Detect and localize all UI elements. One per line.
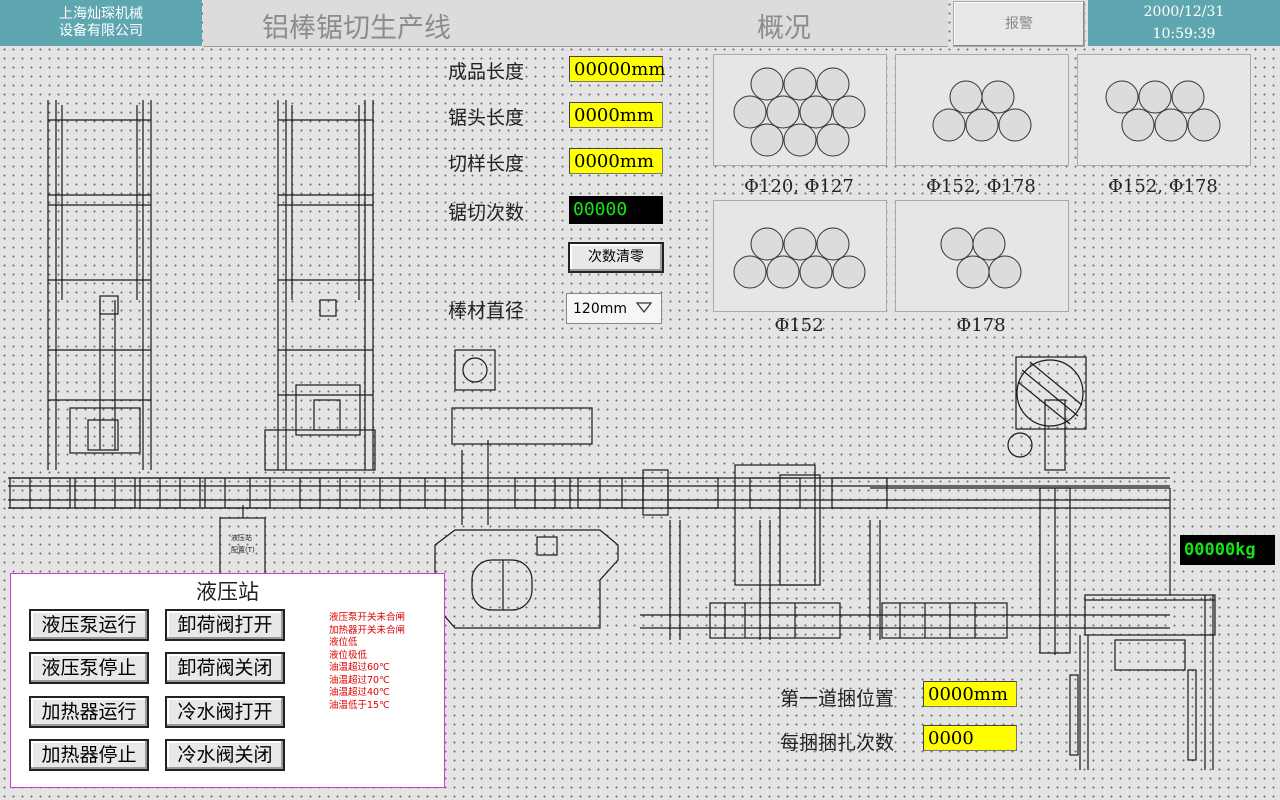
sample-length-field[interactable]: 0000mm bbox=[569, 148, 663, 174]
pump-run-button[interactable]: 液压泵运行 bbox=[29, 609, 149, 641]
bundle-diagram-2 bbox=[895, 54, 1069, 166]
clock-date: 2000/12/31 bbox=[1143, 4, 1225, 20]
bundle-diagram-1 bbox=[713, 54, 887, 166]
bundle-diagram-4 bbox=[713, 200, 887, 312]
hydraulic-station-panel: 液压站 液压泵运行 液压泵停止 加热器运行 加热器停止 卸荷阀打开 卸荷阀关闭 … bbox=[10, 573, 445, 788]
bundle-diagram-3 bbox=[1077, 54, 1251, 166]
alarm-button[interactable]: 报警 bbox=[953, 1, 1085, 47]
saw-head-length-field[interactable]: 0000mm bbox=[569, 102, 663, 128]
bundle-label-4: Φ152 bbox=[774, 315, 824, 336]
heater-run-button[interactable]: 加热器运行 bbox=[29, 696, 149, 728]
company-name-line1: 上海灿琛机械 bbox=[59, 6, 143, 22]
hydraulic-cabinet-label: 液压站 bbox=[231, 533, 252, 542]
alarm-item: 油温超过60℃ bbox=[329, 662, 390, 673]
page-title: 铝棒锯切生产线 bbox=[262, 13, 451, 44]
pump-stop-button[interactable]: 液压泵停止 bbox=[29, 652, 149, 684]
bundle-label-5: Φ178 bbox=[956, 315, 1006, 336]
bundling-area bbox=[640, 464, 1171, 640]
bundle-circles-10 bbox=[733, 67, 866, 157]
ties-per-bundle-field[interactable]: 0000 bbox=[923, 725, 1017, 751]
diameter-label: 棒材直径 bbox=[448, 300, 525, 322]
alarm-item: 液压泵开关未合闸 bbox=[329, 612, 406, 623]
cooling-valve-open-button[interactable]: 冷水阀打开 bbox=[165, 696, 285, 728]
alarm-item: 油温低于15℃ bbox=[329, 699, 390, 711]
diameter-select[interactable]: 120mm bbox=[566, 293, 662, 324]
wrapping-machine bbox=[1007, 356, 1216, 770]
alarm-item: 油温超过70℃ bbox=[329, 674, 390, 686]
bundle-circles-5 bbox=[932, 80, 1032, 142]
bundle-label-1: Φ120, Φ127 bbox=[744, 176, 854, 197]
company-logo: 上海灿琛机械 设备有限公司 bbox=[0, 0, 202, 46]
bundle-label-2: Φ152, Φ178 bbox=[926, 176, 1036, 197]
cut-count-display: 00000 bbox=[569, 196, 663, 224]
alarm-item: 油温超过40℃ bbox=[329, 687, 390, 698]
heater-stop-button[interactable]: 加热器停止 bbox=[29, 739, 149, 771]
diameter-selected-value: 120mm bbox=[573, 301, 627, 317]
clock: 2000/12/31 10:59:39 bbox=[1088, 0, 1280, 46]
header-bar bbox=[203, 0, 948, 47]
sample-length-label: 切样长度 bbox=[448, 153, 525, 175]
weight-display: 00000kg bbox=[1180, 535, 1275, 565]
alarm-item: 液位极低 bbox=[329, 649, 368, 661]
hydraulic-alarm-list: 液压泵开关未合闸 加热器开关未合闸 液位低 液位极低 油温超过60℃ 油温超过7… bbox=[329, 612, 405, 712]
first-tie-position-field[interactable]: 0000mm bbox=[923, 681, 1017, 707]
cooling-valve-close-button[interactable]: 冷水阀关闭 bbox=[165, 739, 285, 771]
product-length-label: 成品长度 bbox=[448, 61, 525, 83]
unload-valve-close-button[interactable]: 卸荷阀关闭 bbox=[165, 652, 285, 684]
bundle-label-3: Φ152, Φ178 bbox=[1108, 176, 1218, 197]
first-tie-position-label: 第一道捆位置 bbox=[780, 688, 895, 710]
unload-valve-open-button[interactable]: 卸荷阀打开 bbox=[165, 609, 285, 641]
saw-tower-right bbox=[264, 100, 376, 471]
alarm-item: 液位低 bbox=[329, 637, 358, 648]
clock-time: 10:59:39 bbox=[1152, 26, 1216, 42]
company-name-line2: 设备有限公司 bbox=[59, 23, 143, 39]
cut-count-label: 锯切次数 bbox=[448, 202, 525, 224]
product-length-field[interactable]: 00000mm bbox=[569, 56, 665, 82]
center-machine bbox=[434, 349, 619, 629]
alarm-item: 加热器开关未合闸 bbox=[329, 624, 406, 636]
bundle-circles-6 bbox=[1105, 80, 1221, 142]
saw-head-length-label: 锯头长度 bbox=[448, 107, 525, 129]
bundle-diagram-5 bbox=[895, 200, 1069, 312]
bundle-circles-7 bbox=[733, 227, 866, 289]
screen-name: 概况 bbox=[757, 13, 811, 44]
hydraulic-cabinet-label-2: 配置(T) bbox=[231, 546, 255, 554]
reset-count-button[interactable]: 次数清零 bbox=[568, 242, 664, 273]
saw-tower-left bbox=[47, 100, 152, 470]
ties-per-bundle-label: 每捆捆扎次数 bbox=[780, 732, 895, 754]
bundle-circles-4 bbox=[940, 227, 1022, 289]
hydraulic-station-title: 液压站 bbox=[196, 580, 259, 604]
main-conveyor bbox=[8, 469, 1170, 516]
chevron-down-icon bbox=[636, 302, 652, 314]
